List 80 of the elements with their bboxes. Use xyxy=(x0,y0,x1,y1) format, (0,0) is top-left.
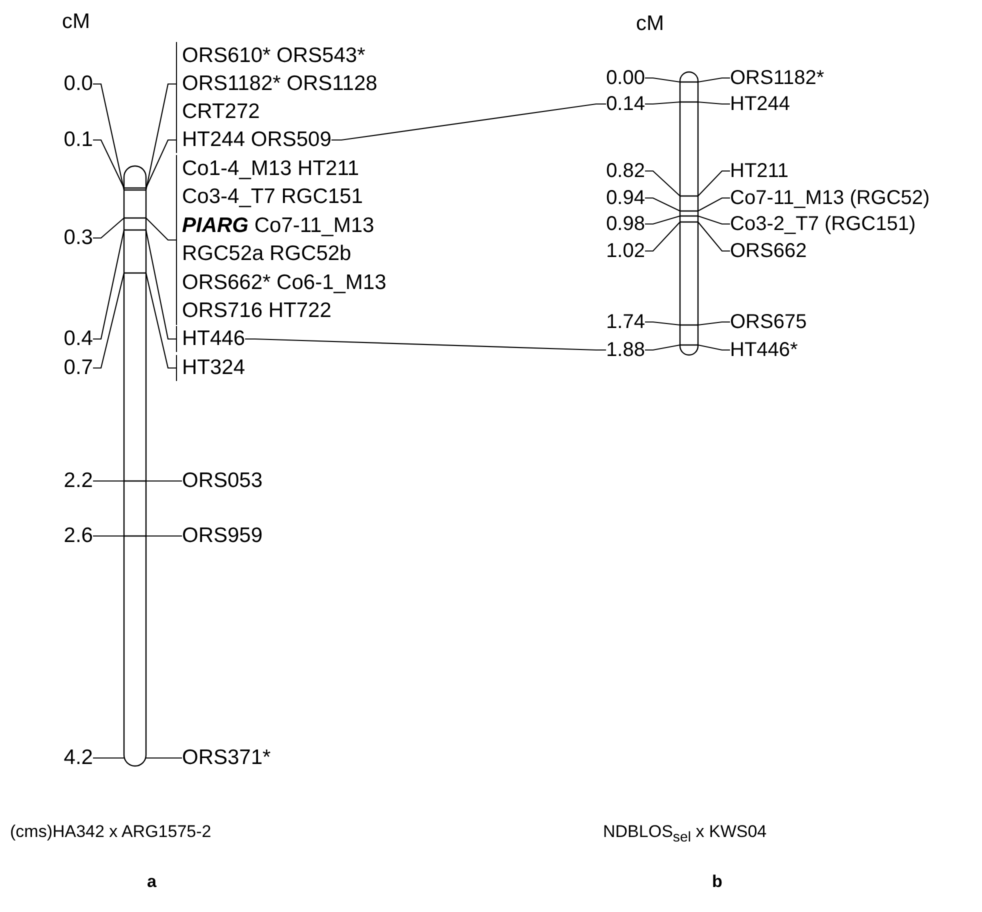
connector-line xyxy=(331,103,606,141)
marker-label: ORS662* Co6-1_M13 xyxy=(182,270,386,296)
leader-line xyxy=(697,344,730,351)
leader-line xyxy=(93,535,125,537)
marker-label: HT446 xyxy=(176,326,246,352)
leader-line xyxy=(145,217,176,241)
leader-line xyxy=(645,170,681,197)
marker-label: ORS959 xyxy=(182,523,263,549)
leader-line xyxy=(697,170,730,197)
panel-letter: b xyxy=(712,872,722,892)
position-label: 0.0 xyxy=(64,71,93,97)
leader-line xyxy=(93,480,125,482)
leader-line xyxy=(645,321,681,326)
marker-label: ORS1182* ORS1128 xyxy=(182,70,378,97)
position-label: 4.2 xyxy=(64,745,93,771)
position-label: 2.2 xyxy=(64,468,93,494)
position-label: 0.82 xyxy=(606,158,645,184)
panel-letter: a xyxy=(147,872,156,892)
marker-group xyxy=(176,42,378,127)
position-label: 0.1 xyxy=(64,127,93,153)
marker-label: HT244 xyxy=(730,91,790,117)
leader-line xyxy=(93,83,125,191)
marker-label: ORS610* ORS543* xyxy=(182,42,366,68)
marker-label: Co3-4_T7 RGC151 xyxy=(182,184,364,210)
leader-line xyxy=(645,221,681,252)
marker-label: HT244 ORS509 xyxy=(176,127,332,153)
unit-label: cM xyxy=(62,10,90,34)
leader-line xyxy=(93,229,125,340)
leader-line xyxy=(145,535,182,537)
position-label: 1.88 xyxy=(606,337,645,363)
leader-line xyxy=(697,197,730,212)
cross-caption: (cms)HA342 x ARG1575-2 xyxy=(10,822,212,842)
marker-label: HT446* xyxy=(730,337,798,363)
marker-label: ORS716 HT722 xyxy=(182,298,332,324)
marker-label: RGC52a RGC52b xyxy=(182,241,352,268)
marker-label: HT324 xyxy=(176,355,246,381)
leader-line xyxy=(145,139,176,189)
leader-line xyxy=(645,101,681,105)
leader-line xyxy=(697,101,730,105)
unit-label: cM xyxy=(636,12,664,36)
leader-line xyxy=(145,480,182,482)
leader-line xyxy=(93,217,125,239)
leader-line xyxy=(697,215,730,225)
leader-line xyxy=(697,221,730,252)
leader-line xyxy=(645,77,681,83)
position-label: 1.74 xyxy=(606,309,645,335)
leader-line xyxy=(645,344,681,351)
position-label: 0.14 xyxy=(606,91,645,117)
leader-line xyxy=(697,77,730,83)
connector-line xyxy=(245,338,606,351)
position-label: 2.6 xyxy=(64,523,93,549)
marker-label: ORS371* xyxy=(182,745,271,771)
marker-label: ORS662 xyxy=(730,238,807,264)
leader-line xyxy=(645,215,681,225)
marker-label: Co7-11_M13 (RGC52) xyxy=(730,185,930,211)
marker-label: Co3-2_T7 (RGC151) xyxy=(730,211,916,237)
leader-line xyxy=(93,272,125,369)
cross-caption: NDBLOS$_{sel}$ x KWS04 xyxy=(603,822,767,845)
marker-label: CRT272 xyxy=(182,99,261,126)
leader-line xyxy=(93,139,125,189)
marker-label: ORS1182* xyxy=(730,65,824,91)
position-label: 0.00 xyxy=(606,65,645,91)
leader-line xyxy=(645,197,681,212)
marker-label: PIARG Co7-11_M13 xyxy=(182,212,376,239)
marker-label: ORS053 xyxy=(182,468,263,494)
position-label: 1.02 xyxy=(606,238,645,264)
leader-line xyxy=(697,321,730,326)
marker-group xyxy=(176,155,386,326)
position-label: 0.94 xyxy=(606,185,645,211)
position-label: 0.3 xyxy=(64,225,93,251)
position-label: 0.4 xyxy=(64,326,93,352)
chromosome-bar xyxy=(679,71,699,356)
marker-label: HT211 xyxy=(730,158,789,184)
leader-line xyxy=(145,757,182,759)
marker-label: ORS675 xyxy=(730,309,807,335)
position-label: 0.98 xyxy=(606,211,645,237)
marker-label: Co1-4_M13 HT211 xyxy=(182,156,360,182)
leader-line xyxy=(93,757,125,759)
chromosome-bar xyxy=(123,165,147,767)
position-label: 0.7 xyxy=(64,355,93,381)
